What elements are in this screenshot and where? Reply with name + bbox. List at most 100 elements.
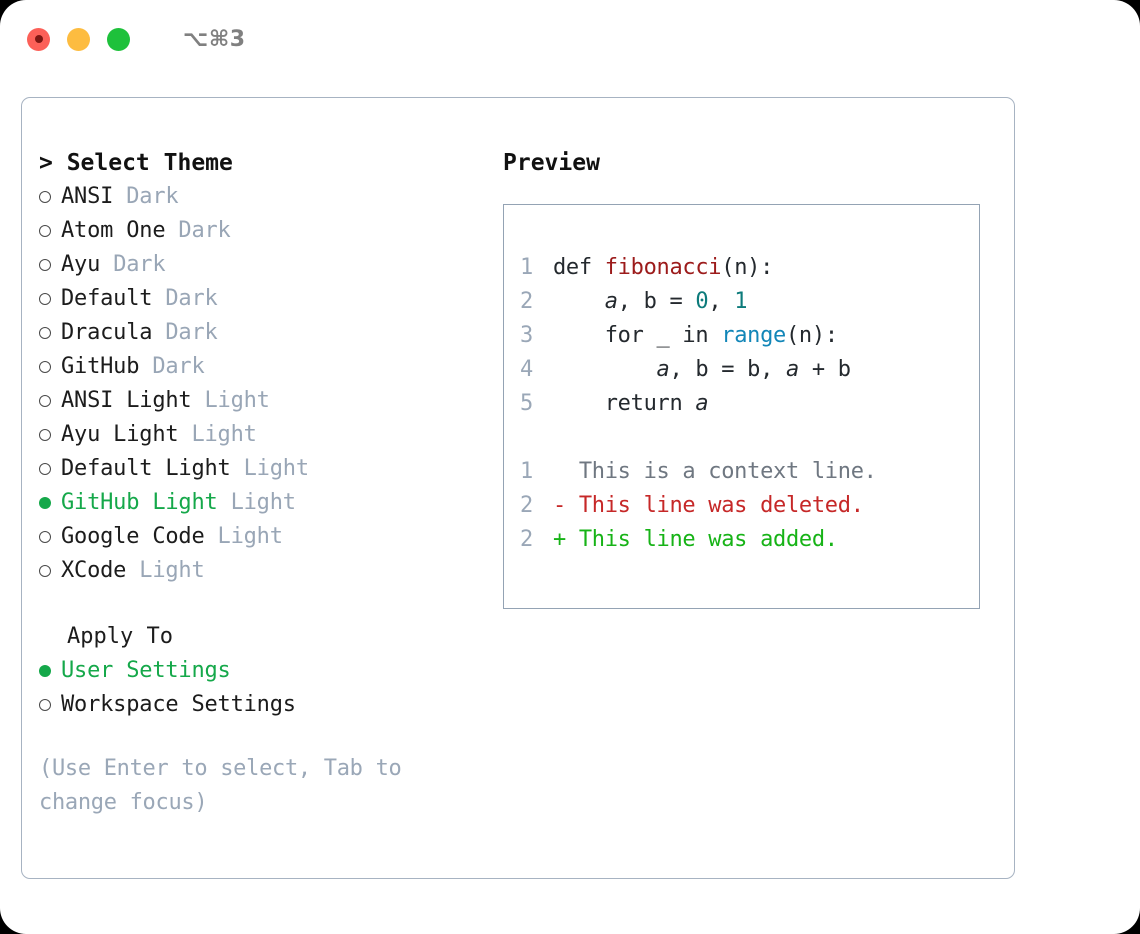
theme-list-item[interactable]: Default Light Light [39, 452, 484, 486]
diff-text: This is a context line. [578, 459, 877, 484]
theme-name-label: Atom One [61, 218, 179, 243]
radio-unselected-icon[interactable] [39, 565, 61, 577]
theme-kind-label: Light [204, 388, 270, 413]
theme-list-item[interactable]: ANSI Light Light [39, 384, 484, 418]
code-token-fn: fibonacci [604, 255, 722, 280]
apply-to-label: Workspace Settings [61, 692, 296, 717]
keyboard-hint-text: (Use Enter to select, Tab to change focu… [39, 756, 415, 815]
diff-marker: + [552, 527, 579, 552]
code-token-plain: (n): [785, 323, 838, 348]
code-token-num: 1 [734, 289, 748, 314]
theme-list-item[interactable]: Dracula Dark [39, 316, 484, 350]
traffic-light-buttons [27, 27, 130, 51]
theme-list-item[interactable]: Ayu Dark [39, 248, 484, 282]
radio-unselected-icon[interactable] [39, 361, 61, 373]
code-token-plain [553, 289, 605, 314]
radio-unselected-icon[interactable] [39, 395, 61, 407]
radio-unselected-icon[interactable] [39, 429, 61, 441]
theme-name-label: Ayu [61, 252, 114, 277]
code-token-plain: for _ in [552, 323, 722, 348]
theme-kind-label: Light [139, 558, 205, 583]
preview-column: Preview 1 def fibonacci(n):2 a, b = 0, 1… [484, 98, 1014, 878]
code-token-var: a [656, 357, 670, 382]
theme-kind-label: Light [191, 422, 257, 447]
select-theme-header: > Select Theme [39, 150, 233, 176]
theme-list-item[interactable]: Atom One Dark [39, 214, 484, 248]
theme-list-item[interactable]: Google Code Light [39, 520, 484, 554]
radio-unselected-icon[interactable] [39, 327, 61, 339]
line-number: 5 [520, 391, 533, 416]
apply-to-option[interactable]: User Settings [39, 654, 484, 688]
code-token-plain: (n): [721, 255, 774, 280]
radio-unselected-icon[interactable] [39, 191, 61, 203]
code-token-num: 0 [695, 289, 709, 314]
theme-list-item[interactable]: XCode Light [39, 554, 484, 588]
theme-list-item[interactable]: Ayu Light Light [39, 418, 484, 452]
theme-kind-label: Dark [178, 218, 231, 243]
code-token-plain: , [708, 289, 735, 314]
theme-kind-label: Dark [126, 184, 179, 209]
radio-unselected-icon[interactable] [39, 259, 61, 271]
radio-selected-icon[interactable] [39, 665, 61, 677]
code-token-var: a [695, 391, 709, 416]
theme-kind-label: Dark [152, 354, 205, 379]
theme-name-label: GitHub [61, 354, 153, 379]
line-number: 4 [520, 357, 533, 382]
theme-name-label: Ayu Light [61, 422, 192, 447]
line-number: 1 [520, 255, 533, 280]
preview-title: Preview [503, 150, 600, 176]
code-line: 2 a, b = 0, 1 [520, 285, 979, 319]
apply-to-option[interactable]: Workspace Settings [39, 688, 484, 722]
code-token-builtin: range [721, 323, 786, 348]
close-button-icon[interactable] [27, 27, 50, 51]
theme-list-item[interactable]: Default Dark [39, 282, 484, 316]
radio-unselected-icon[interactable] [39, 225, 61, 237]
code-line: 4 a, b = b, a + b [520, 353, 979, 387]
radio-unselected-icon[interactable] [39, 463, 61, 475]
apply-to-title: Apply To [67, 624, 173, 649]
theme-list-item[interactable]: GitHub Light Light [39, 486, 484, 520]
code-line: 1 def fibonacci(n): [520, 251, 979, 285]
zoom-button-icon[interactable] [107, 27, 130, 51]
diff-marker [553, 459, 579, 484]
line-number: 2 [520, 289, 533, 314]
theme-kind-label: Light [243, 456, 309, 481]
theme-name-label: Google Code [61, 524, 218, 549]
title-bar: ⌥⌘3 [0, 0, 1140, 78]
radio-unselected-icon[interactable] [39, 531, 61, 543]
theme-kind-label: Dark [113, 252, 166, 277]
keyboard-shortcut-label: ⌥⌘3 [183, 26, 246, 52]
radio-unselected-icon[interactable] [39, 293, 61, 305]
line-number: 3 [520, 323, 533, 348]
theme-name-label: ANSI Light [61, 388, 205, 413]
theme-list-item[interactable]: ANSI Dark [39, 180, 484, 214]
code-token-var: a [604, 289, 618, 314]
theme-list-item[interactable]: GitHub Dark [39, 350, 484, 384]
diff-line: 2 + This line was added. [520, 523, 979, 557]
line-number: 2 [520, 493, 533, 518]
diff-line: 1 This is a context line. [520, 455, 979, 489]
diff-sample: 1 This is a context line. 2 - This line w… [520, 455, 979, 557]
code-token-plain: + b [798, 357, 851, 382]
code-token-plain: , b = b, [669, 357, 786, 382]
theme-name-label: Dracula [61, 320, 166, 345]
minimize-button-icon[interactable] [67, 27, 90, 51]
theme-kind-label: Dark [165, 320, 218, 345]
theme-name-label: ANSI [61, 184, 127, 209]
code-line: 5 return a [520, 387, 979, 421]
radio-selected-icon[interactable] [39, 497, 61, 509]
code-token-plain [553, 357, 657, 382]
diff-text: This line was added. [578, 527, 838, 552]
theme-kind-label: Dark [165, 286, 218, 311]
diff-marker: - [552, 493, 579, 518]
code-token-plain: , b = [617, 289, 696, 314]
theme-name-label: XCode [61, 558, 140, 583]
theme-name-label: GitHub Light [61, 490, 231, 515]
line-number: 2 [520, 527, 533, 552]
radio-unselected-icon[interactable] [39, 699, 61, 711]
